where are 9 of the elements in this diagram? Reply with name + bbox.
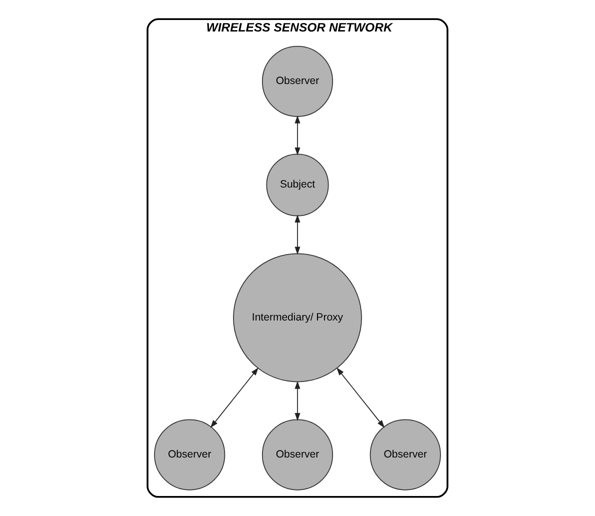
arrow — [210, 368, 258, 428]
node-circle: Intermediary/ Proxy — [233, 253, 362, 382]
arrow — [336, 368, 385, 428]
arrow — [294, 214, 300, 255]
arrow — [294, 380, 300, 421]
node-circle: Subject — [266, 154, 329, 216]
arrow — [294, 115, 300, 156]
node-circle: Observer — [262, 419, 334, 490]
node-circle: Observer — [262, 46, 334, 117]
